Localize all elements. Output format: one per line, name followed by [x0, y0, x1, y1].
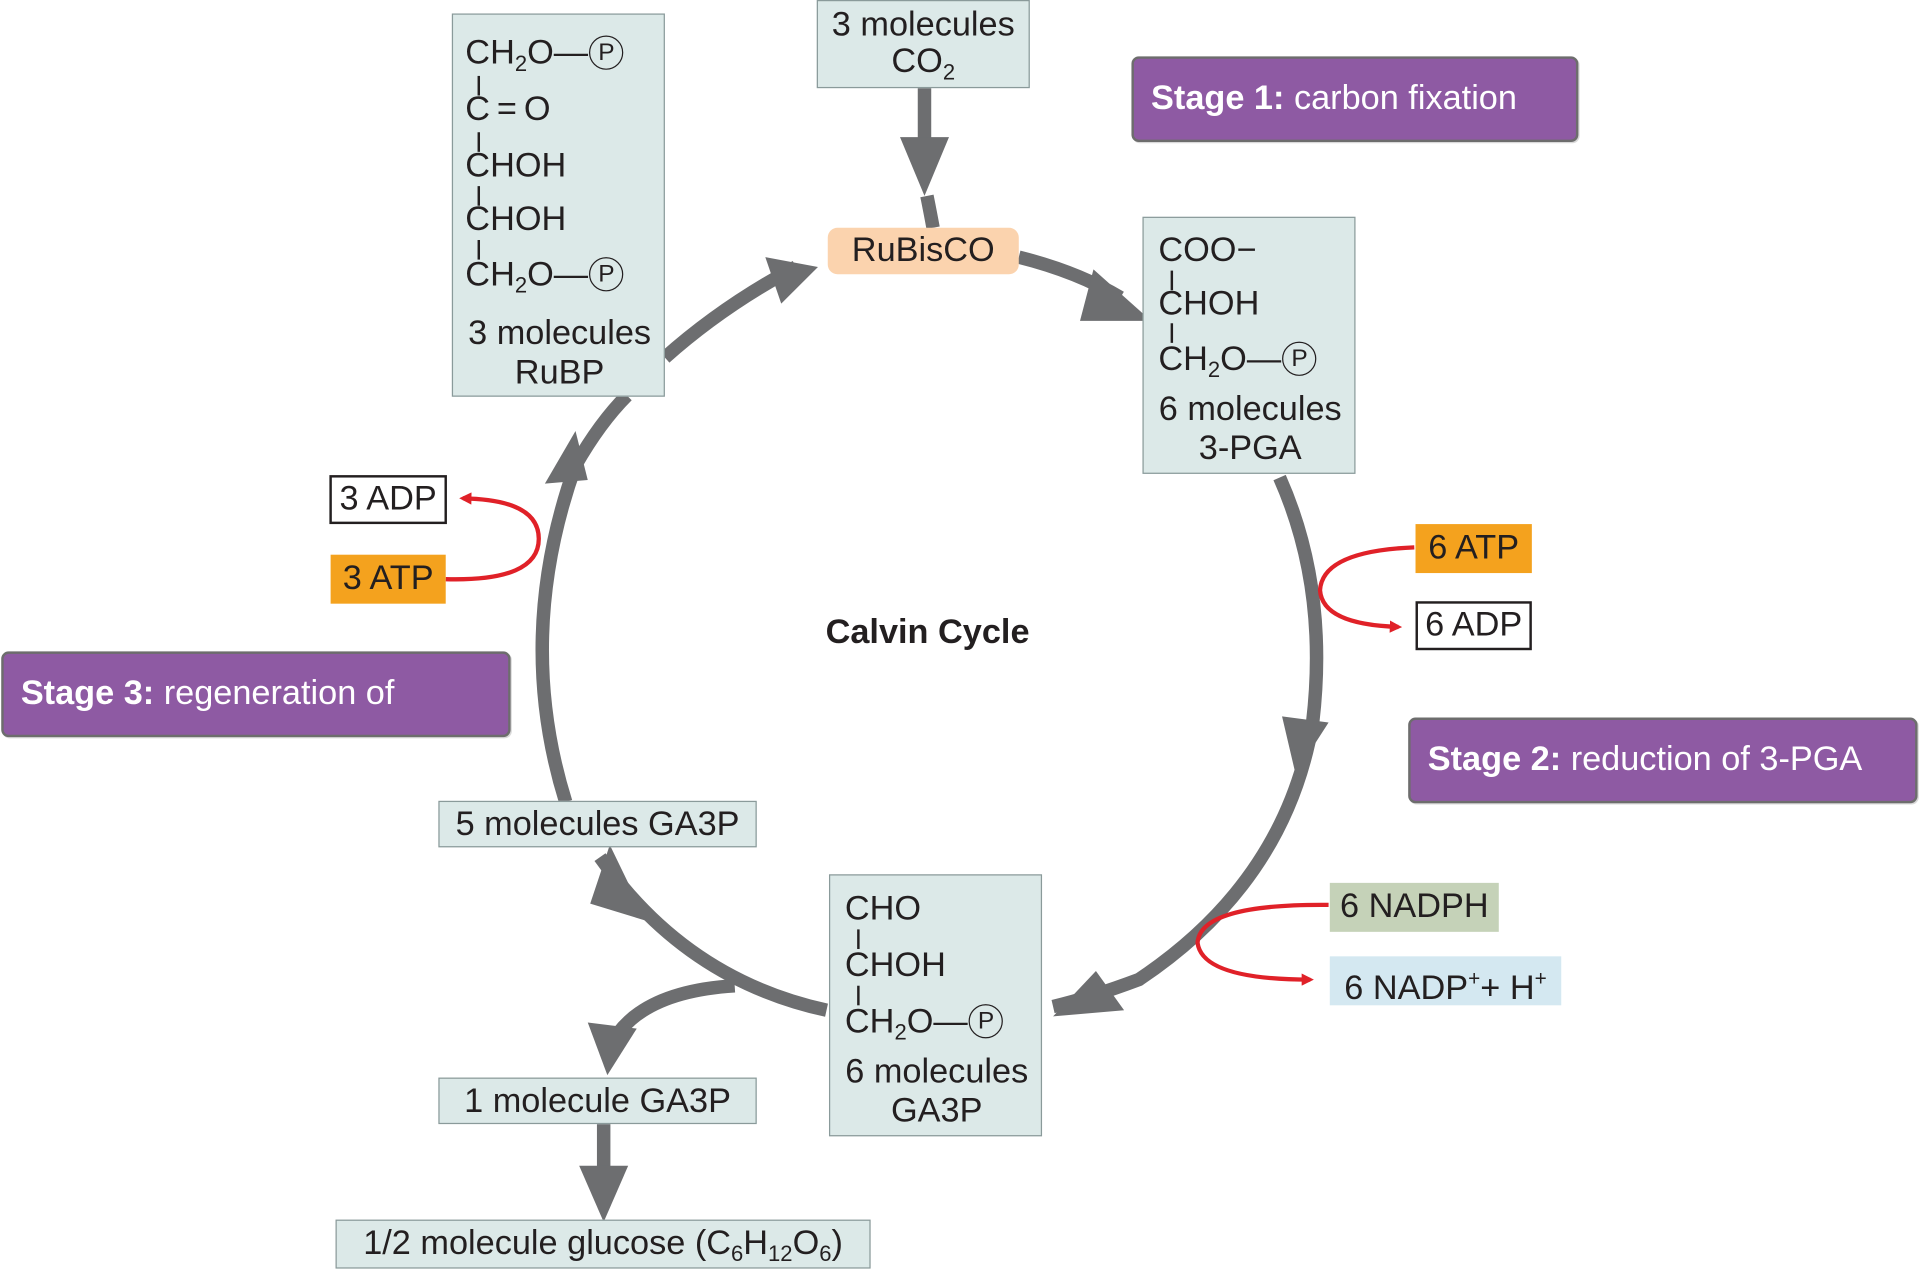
arrowhead-one-ga3p	[587, 1022, 637, 1076]
arrowhead-rubisco	[765, 257, 818, 304]
ga3p-bond-1	[857, 929, 860, 949]
pga-line2: CHOH	[1158, 284, 1260, 323]
ga3p-line3: CH2O—P	[845, 1002, 1004, 1051]
stage-3-box: Stage 3: regeneration of RuBP	[1, 651, 511, 790]
rubisco-label: RuBisCO	[827, 227, 1019, 275]
ga3p-bond-2	[857, 985, 860, 1006]
cycle-ring	[535, 88, 1324, 1176]
arrowhead-left-side	[544, 431, 588, 484]
stage-1-label: Stage 1:	[1151, 78, 1285, 117]
arrowhead-five-ga3p	[590, 844, 647, 921]
pga-caption: 6 molecules 3-PGA	[1158, 389, 1342, 467]
phosphate-icon: P	[1282, 341, 1317, 376]
rubp-line2: C = O	[465, 89, 551, 128]
rubp-bond-2	[477, 132, 481, 152]
rubp-line4: CHOH	[465, 199, 567, 238]
co2-box: 3 molecules CO2	[816, 0, 1030, 89]
phosphate-icon: P	[589, 35, 624, 70]
five-ga3p-box: 5 molecules GA3P	[438, 800, 757, 848]
rubp-line5: CH2O—P	[465, 255, 624, 304]
stage-3-text: regeneration of RuBP	[20, 673, 395, 790]
cycle-arc-pga-to-ga3p	[1051, 474, 1324, 1014]
nadp-box: 6 NADP++ H+	[1329, 956, 1562, 1007]
arrowhead-right-side	[1282, 716, 1329, 774]
co2-line2: CO2	[891, 41, 956, 85]
co2-line1: 3 molecules	[831, 4, 1015, 43]
stage-1-text: carbon fixation	[1293, 78, 1517, 117]
arrowhead-glucose	[579, 1165, 629, 1223]
pga-bond-1	[1170, 270, 1174, 291]
diagram-title: Calvin Cycle	[825, 612, 1030, 651]
ga3p-line1: CHO	[844, 888, 922, 927]
arrowhead-co2	[900, 137, 949, 196]
cycle-arc-five-to-rubp	[535, 390, 632, 805]
rubp-bond-4	[477, 240, 481, 260]
rubp-box: CH2O—P C = O CHOH CHOH CH2O—P 3 molecule…	[451, 13, 665, 397]
glucose-box: 1/2 molecule glucose (C6H12O6)	[335, 1219, 871, 1269]
pga-line1: COO−	[1158, 230, 1257, 269]
pga-box: COO− CHOH CH2O—P 6 molecules 3-PGA	[1142, 216, 1356, 474]
energy-arrow-stage3-atp	[445, 492, 541, 582]
arrowhead-ga3p	[1053, 971, 1125, 1017]
ga3p-box: CHO CHOH CH2O—P 6 molecules GA3P	[828, 874, 1043, 1137]
rubp-line1: CH2O—P	[465, 34, 624, 82]
stage-2-label: Stage 2:	[1427, 739, 1562, 778]
pga-bond-2	[1170, 323, 1174, 343]
adp-6-box: 6 ADP	[1415, 601, 1532, 651]
rubp-bond-1	[477, 75, 481, 96]
rubp-bond-3	[477, 186, 481, 206]
cycle-arrowheads	[544, 137, 1329, 1223]
stage-3-label: Stage 3:	[20, 673, 155, 712]
nadph-box: 6 NADPH	[1329, 882, 1499, 932]
energy-arrow-stage2-atp	[1317, 545, 1415, 633]
phosphate-icon: P	[968, 1003, 1004, 1038]
atp-3-box: 3 ATP	[330, 554, 446, 604]
rubp-line3: CHOH	[465, 145, 567, 184]
pga-line3: CH2O—P	[1158, 340, 1317, 388]
co2-curve	[920, 194, 940, 229]
phosphate-icon: P	[589, 256, 624, 291]
atp-6-box: 6 ATP	[1415, 524, 1532, 574]
stage-2-text: reduction of 3-PGA	[1570, 739, 1863, 778]
stage-1-box: Stage 1: carbon fixation	[1131, 56, 1579, 143]
ga3p-line2: CHOH	[844, 945, 946, 984]
arrowhead-pga	[1080, 269, 1152, 321]
ga3p-caption: 6 molecules GA3P	[845, 1051, 1029, 1129]
adp-3-box: 3 ADP	[329, 475, 447, 525]
rubp-caption: 3 molecules RuBP	[468, 313, 652, 391]
stage-2-box: Stage 2: reduction of 3-PGA	[1408, 717, 1918, 804]
one-ga3p-box: 1 molecule GA3P	[438, 1077, 757, 1125]
energy-arrow-stage2-nadph	[1195, 902, 1329, 986]
